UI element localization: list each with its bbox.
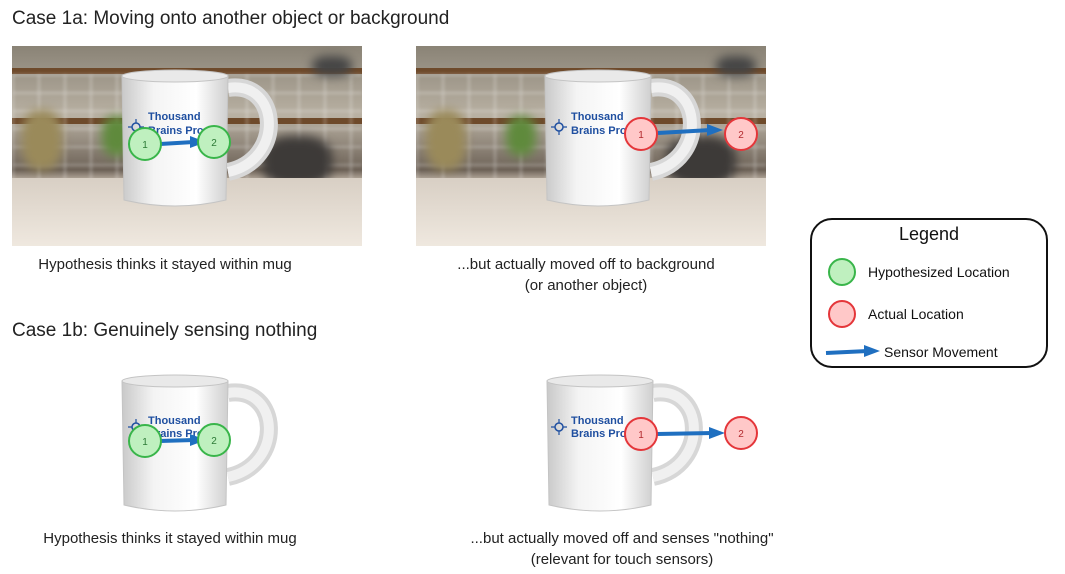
marker-label: 1 [638, 430, 644, 441]
sensor-movement-arrow [656, 431, 714, 436]
arrowhead [709, 427, 725, 439]
case-1b-right-caption: ...but actually moved off and senses "no… [447, 528, 797, 570]
case-1b-left-caption: Hypothesis thinks it stayed within mug [20, 528, 320, 549]
mug-illustration: Thousand Brains Pro 1 2 [121, 374, 278, 512]
marker-label: 2 [738, 429, 744, 440]
caption-line2: (relevant for touch sensors) [530, 551, 714, 568]
legend-title: Legend [898, 224, 960, 244]
marker-label: 2 [738, 130, 744, 141]
neuron-icon [551, 119, 567, 135]
legend-label: Sensor Movement [884, 344, 998, 360]
actual-location-2 [724, 117, 758, 151]
actual-location-1 [624, 117, 658, 151]
marker-label: 1 [142, 437, 148, 448]
hypothesized-location-2 [197, 423, 231, 457]
red-circle-icon [828, 300, 856, 328]
legend-item-hypothesized: Hypothesized Location [828, 257, 1010, 287]
arrowhead [707, 124, 723, 136]
sensor-movement-arrow [159, 438, 195, 443]
caption-line1: ...but actually moved off and senses "no… [470, 530, 774, 547]
actual-location-1 [624, 417, 658, 451]
legend-item-movement: Sensor Movement [824, 337, 998, 367]
actual-location-2 [724, 416, 758, 450]
legend-label: Hypothesized Location [868, 264, 1010, 280]
case-1b-heading: Case 1b: Genuinely sensing nothing [12, 320, 318, 341]
hypothesized-location-2 [197, 125, 231, 159]
case-1a-left-caption: Hypothesis thinks it stayed within mug [15, 254, 315, 275]
caption-line1: ...but actually moved off to background [457, 256, 715, 273]
case-1a-heading: Case 1a: Moving onto another object or b… [12, 8, 450, 29]
logo-text-line2: Brains Pro [571, 428, 627, 440]
legend-box: Legend Hypothesized Location Actual Loca… [810, 218, 1048, 368]
mug-illustration: Thousand Brains Pro 1 2 [546, 374, 758, 512]
legend-label: Actual Location [868, 306, 964, 322]
marker-label: 1 [638, 130, 644, 141]
caption-text: Hypothesis thinks it stayed within mug [43, 530, 297, 547]
legend-item-actual: Actual Location [828, 299, 964, 329]
hypothesized-location-1 [128, 127, 162, 161]
logo-text-line2: Brains Pro [148, 428, 204, 440]
neuron-icon [551, 419, 567, 435]
marker-label: 2 [211, 138, 217, 149]
logo-text-line1: Thousand [148, 111, 201, 123]
mug-illustration: Thousand Brains Pro 1 2 [121, 69, 278, 207]
logo-text-line2: Brains Pro [148, 125, 204, 137]
logo-text-line2: Brains Pro [571, 125, 627, 137]
marker-label: 1 [142, 140, 148, 151]
caption-line2: (or another object) [524, 277, 648, 294]
hypothesized-location-1 [128, 424, 162, 458]
logo-text-line1: Thousand [571, 111, 624, 123]
caption-text: Hypothesis thinks it stayed within mug [38, 256, 292, 273]
logo-text-line1: Thousand [148, 415, 201, 427]
green-circle-icon [828, 258, 856, 286]
blue-arrow-icon [825, 345, 880, 357]
sensor-movement-arrow [159, 140, 195, 146]
sensor-movement-arrow [657, 128, 712, 135]
mug-illustration: Thousand Brains Pro 1 2 [544, 69, 758, 207]
case-1a-right-caption: ...but actually moved off to background … [436, 254, 736, 296]
marker-label: 2 [211, 436, 217, 447]
logo-text-line1: Thousand [571, 415, 624, 427]
